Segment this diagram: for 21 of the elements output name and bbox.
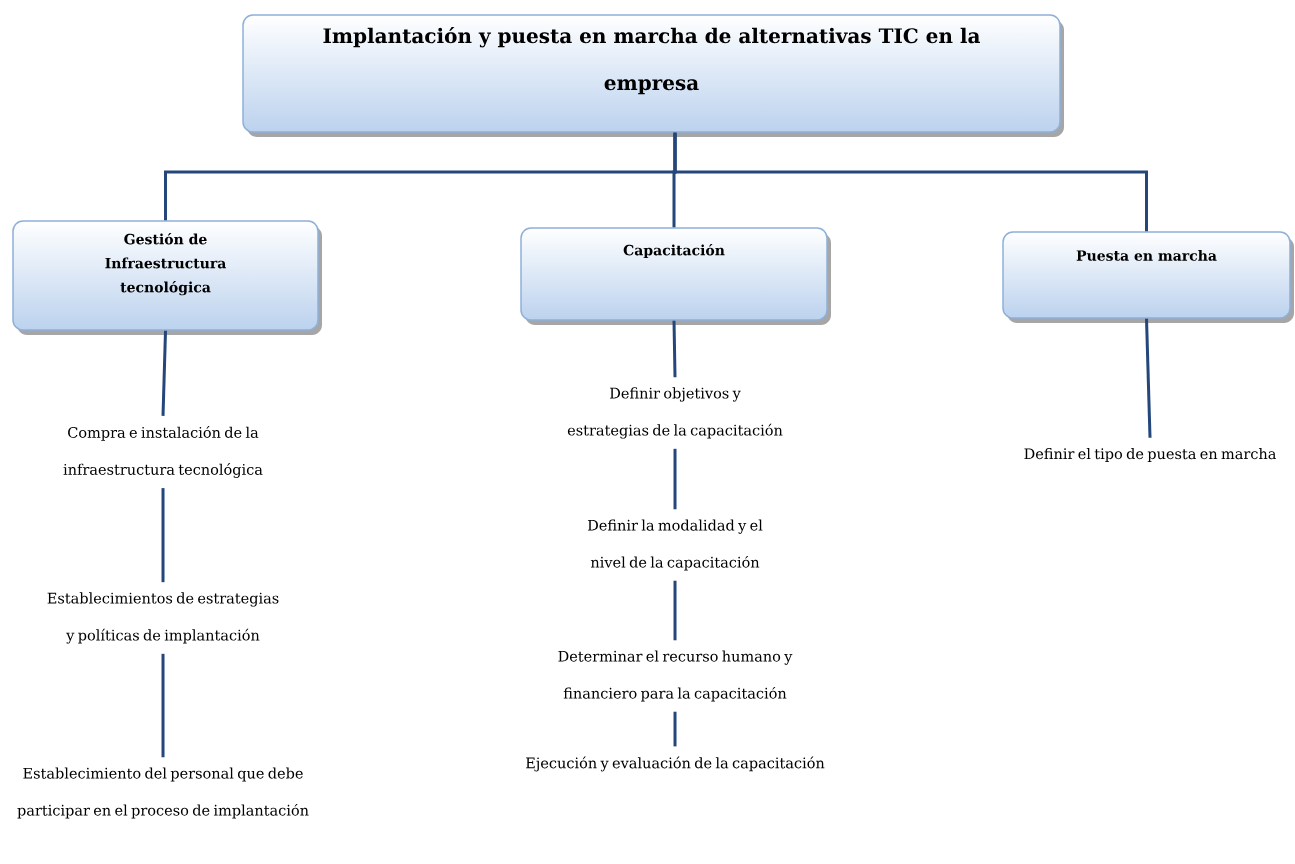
connector-line	[672, 320, 677, 378]
connector-line	[673, 580, 677, 641]
connector-line	[673, 448, 677, 510]
step-text: Establecimientos de estrategias y políticas de implantación	[47, 592, 279, 644]
connector-line	[161, 488, 165, 583]
connector-line	[1145, 318, 1152, 438]
step-text: Ejecución y evaluación de la capacitación	[526, 756, 825, 772]
step-text: Establecimiento del personal que debe participar en el proceso de implantación	[17, 767, 309, 819]
step-text: Definir la modalidad y el nivel de la capacitación	[587, 519, 763, 571]
title-box: Implantación y puesta en marcha de alternativas TIC en la empresa	[242, 14, 1064, 137]
connector-line	[161, 330, 167, 416]
connector-line	[673, 132, 1148, 232]
step-text: Determinar el recurso humano y financiero para la capacitación	[558, 650, 793, 702]
connector-line	[673, 711, 677, 747]
step-text: Compra e instalación de la infraestructura tecnológica	[63, 426, 263, 478]
step-text: Definir objetivos y estrategias de la capacitación	[567, 387, 783, 439]
step-text: Definir el tipo de puesta en marcha	[1024, 447, 1276, 462]
connector-line	[161, 653, 165, 758]
category-box: Puesta en marcha	[1002, 231, 1294, 323]
category-box: Gestión de Infraestructura tecnológica	[12, 220, 322, 335]
category-box: Capacitación	[520, 227, 831, 325]
